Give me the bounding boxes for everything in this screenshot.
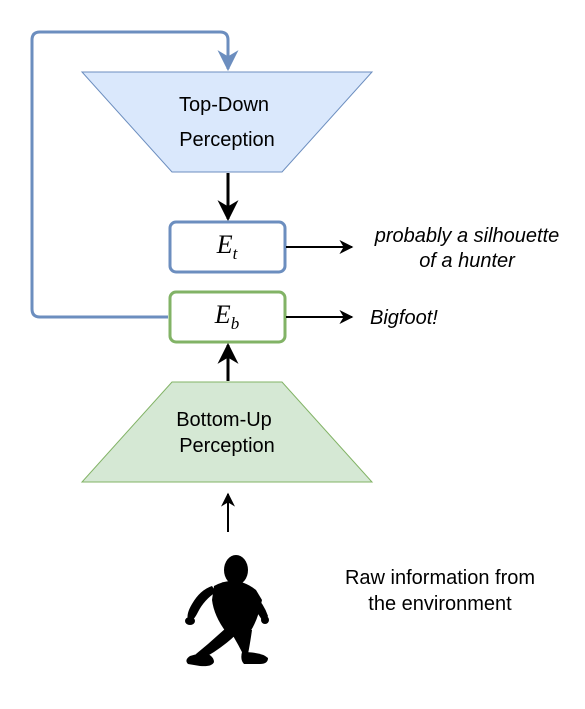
raw-info-line2: the environment bbox=[368, 593, 512, 615]
feedback-loop-arrow bbox=[30, 30, 239, 319]
bottom-up-label-line1: Bottom-Up bbox=[176, 409, 272, 431]
et-output-line1: probably a silhouette bbox=[374, 225, 560, 247]
top-down-label-line1: Top-Down bbox=[179, 94, 269, 116]
bigfoot-silhouette-icon bbox=[185, 555, 269, 667]
top-down-trapezoid bbox=[80, 71, 374, 173]
raw-info-line1: Raw information from bbox=[345, 567, 535, 589]
eb-box bbox=[168, 290, 287, 344]
et-label: Et bbox=[216, 230, 239, 263]
et-output-line2: of a hunter bbox=[419, 250, 516, 272]
bottom-up-label-line2: Perception bbox=[179, 435, 275, 457]
bottom-up-trapezoid bbox=[80, 381, 374, 483]
eb-output-text: Bigfoot! bbox=[370, 307, 438, 329]
eb-label: Eb bbox=[214, 300, 239, 333]
top-down-label-line2: Perception bbox=[179, 129, 275, 151]
et-box bbox=[168, 220, 287, 274]
